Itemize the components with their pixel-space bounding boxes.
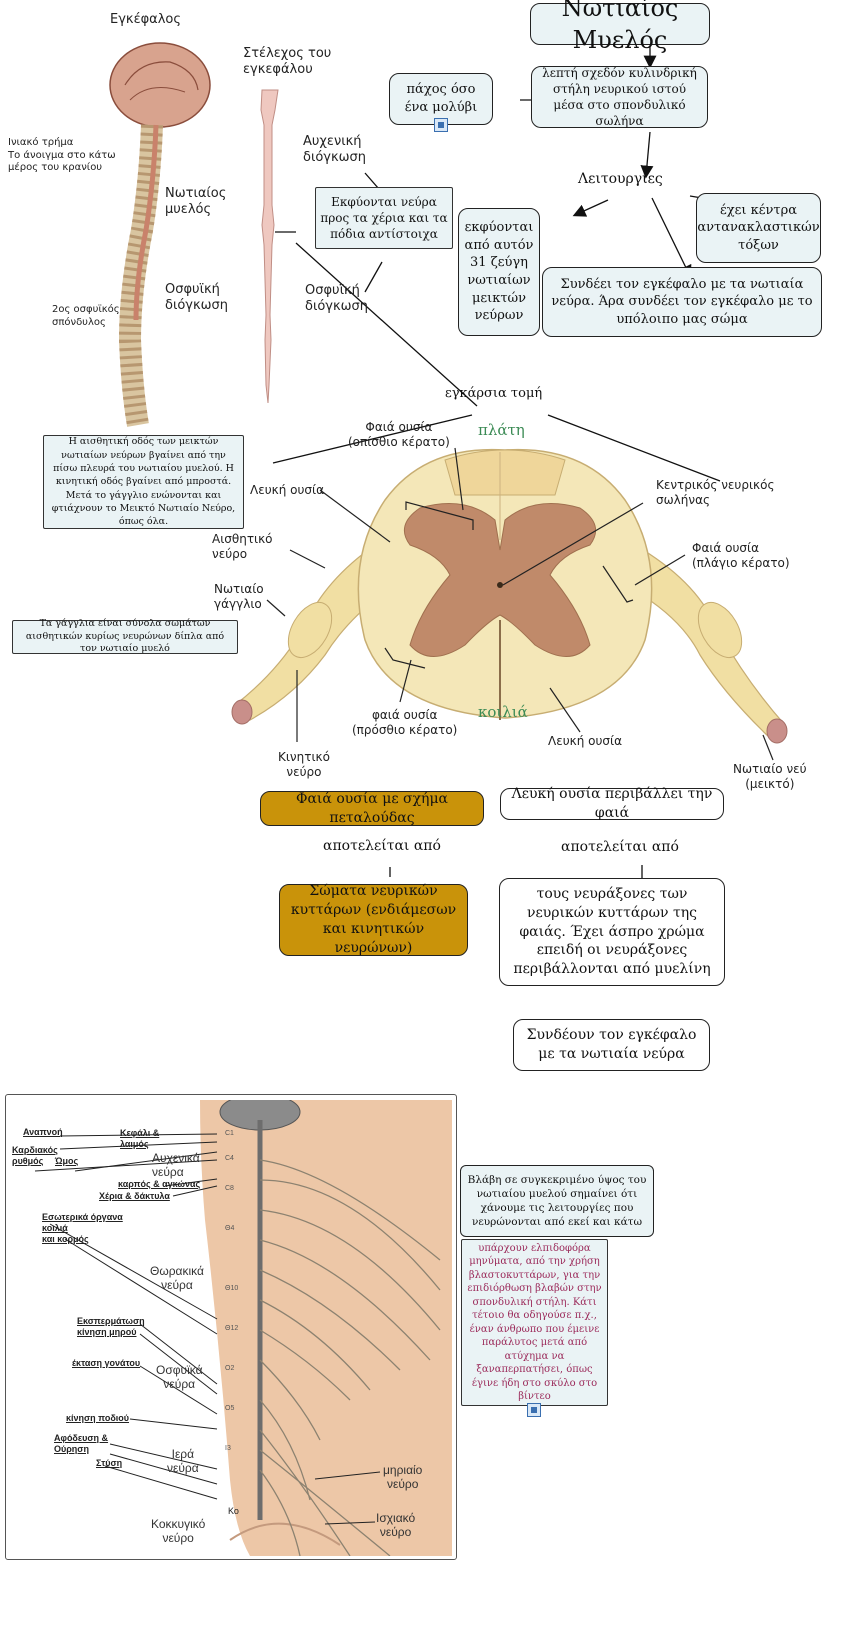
svg-text:Θ10: Θ10 xyxy=(225,1285,238,1292)
grey-matter-text: Φαιά ουσία με σχήμα πεταλούδας xyxy=(296,790,448,826)
label-wrist-elbow: καρπός & αγκώνας xyxy=(118,1179,201,1189)
label-belly: κοιλιά xyxy=(478,703,528,721)
label-central-canal: Κεντρικός νευρικός σωλήνας xyxy=(656,478,775,507)
svg-text:O2: O2 xyxy=(225,1365,234,1372)
label-brain: Εγκέφαλος xyxy=(110,12,182,27)
attachment-icon[interactable] xyxy=(434,118,448,132)
grey-matter-node[interactable]: Φαιά ουσία με σχήμα πεταλούδας xyxy=(260,791,484,826)
title-text: Νωτιαίος Μυελός xyxy=(561,0,679,54)
label-back: πλάτη xyxy=(478,421,525,439)
svg-text:I3: I3 xyxy=(225,1445,231,1452)
enlargements-note-text: Εκφύονται νεύρα προς τα χέρια και τα πόδ… xyxy=(320,194,448,242)
isolated-cord-illustration xyxy=(260,89,279,404)
label-coccygeal-nerve: Κοκκυγικό νεύρο xyxy=(151,1517,206,1546)
white-matter-node[interactable]: Λευκή ουσία περιβάλλει την φαιά xyxy=(500,786,724,821)
label-head-neck: Κεφάλι & λαιμός xyxy=(120,1128,160,1149)
damage-note-node[interactable]: Βλάβη σε συγκεκριμένο ύψος του νωτιαίου … xyxy=(460,1165,654,1237)
label-heart-rhythm: Καρδιακός ρυθμός xyxy=(12,1145,58,1166)
label-bowel-bladder: Αφόδευση & Ούρηση xyxy=(54,1433,109,1454)
hope-note-node[interactable]: υπάρχουν ελπιδοφόρα μηνύματα, από την χρ… xyxy=(461,1239,608,1406)
label-cervical-enlargement: Αυχενική διόγκωση xyxy=(303,134,367,166)
reflex-center-text: έχει κέντρα αντανακλαστικών τόξων xyxy=(697,202,820,253)
label-lumbar-enlargement-2: Οσφυϊκή διόγκωση xyxy=(305,283,369,315)
label-white-matter-2: Λευκή ουσία xyxy=(548,734,622,748)
cross-section-illustration xyxy=(231,447,788,761)
label-thoracic-nerves: Θωρακικά νεύρα xyxy=(150,1264,204,1293)
label-erection: Στύση xyxy=(96,1458,123,1468)
ganglia-note-node[interactable]: Τα γάγγλια είναι σύνολα σωμάτων αισθητικ… xyxy=(12,617,238,655)
white-matter-text: Λευκή ουσία περιβάλλει την φαιά xyxy=(511,786,713,821)
label-lumbar-enlargement: Οσφυϊκή διόγκωση xyxy=(165,282,229,314)
damage-note-text: Βλάβη σε συγκεκριμένο ύψος του νωτιαίου … xyxy=(467,1173,647,1229)
label-lumbar-vertebra: 2ος οσφυϊκός σπόνδυλος xyxy=(52,304,120,328)
label-co: Κο xyxy=(228,1506,239,1516)
label-femoral-nerve: μηριαίο νεύρο xyxy=(383,1463,423,1492)
label-foot-movement: κίνηση ποδιού xyxy=(66,1413,130,1423)
reflex-center-node[interactable]: έχει κέντρα αντανακλαστικών τόξων xyxy=(696,193,821,263)
label-sensory-nerve: Αισθητικό νεύρο xyxy=(212,532,273,561)
cross-section-label: εγκάρσια τομή xyxy=(445,386,543,401)
grey-matter-butterfly xyxy=(403,503,597,657)
label-ejaculation: Εκσπερμάτωση κίνηση μηρού xyxy=(77,1316,145,1337)
sensory-path-note-node[interactable]: Η αισθητική οδός των μεικτών νωτιαίων νε… xyxy=(43,435,244,529)
label-white-matter-1: Λευκή ουσία xyxy=(250,483,324,497)
label-sacral-nerves: Ιερά νεύρα xyxy=(167,1447,199,1476)
label-spinal-nerve: Νωτιαίο νεύ (μεικτό) xyxy=(733,762,807,791)
thickness-text: πάχος όσο ένα μολύβι xyxy=(404,82,478,115)
functions-label: Λειτουργίες xyxy=(578,171,663,187)
connects-node[interactable]: Συνδέει τον εγκέφαλο με τα νωτιαία νεύρα… xyxy=(542,267,822,337)
label-cervical-nerves: Αυχενικά νεύρα xyxy=(152,1151,200,1180)
label-grey-anterior: φαιά ουσία (πρόσθιο κέρατο) xyxy=(352,708,458,737)
label-lumbar-nerves: Οσφυϊκά νεύρα xyxy=(156,1363,203,1392)
spine-side-illustration xyxy=(109,42,211,427)
right-ganglion xyxy=(697,602,743,658)
label-shoulder: Ώμος xyxy=(55,1156,79,1166)
label-foramen: Ινιακό τρήμα Το άνοιγμα στο κάτω μέρος τ… xyxy=(8,137,116,173)
grey-cells-node[interactable]: Σώματα νευρικών κυττάρων (ενδιάμεσων και… xyxy=(279,883,468,956)
hope-note-text: υπάρχουν ελπιδοφόρα μηνύματα, από την χρ… xyxy=(467,1242,602,1403)
central-canal xyxy=(497,582,503,588)
label-internal-organs: Εσωτερικά όργανα κοιλιά και κορμός xyxy=(42,1212,123,1244)
sensory-path-note-text: Η αισθητική οδός των μεικτών νωτιαίων νε… xyxy=(51,436,236,528)
consists-of-right: αποτελείται από xyxy=(561,839,679,855)
label-knee-extension: έκταση γονάτου xyxy=(72,1358,141,1368)
white-axons-node[interactable]: τους νευράξονες των νευρικών κυττάρων τη… xyxy=(499,878,725,986)
definition-node[interactable]: λεπτή σχεδόν κυλινδρική στήλη νευρικού ι… xyxy=(531,66,708,128)
svg-text:C1: C1 xyxy=(225,1130,234,1137)
label-brainstem: Στέλεχος του εγκεφάλου xyxy=(243,46,332,78)
nerve-map-leaders xyxy=(34,1133,381,1525)
attachment-icon-2[interactable] xyxy=(527,1403,541,1417)
back-body xyxy=(200,1100,452,1556)
consists-of-left: αποτελείται από xyxy=(323,838,441,854)
svg-text:Θ12: Θ12 xyxy=(225,1325,238,1332)
connects-text: Συνδέει τον εγκέφαλο με τα νωτιαία νεύρα… xyxy=(551,276,813,327)
svg-text:O5: O5 xyxy=(225,1405,234,1412)
thickness-node[interactable]: πάχος όσο ένα μολύβι xyxy=(389,73,493,125)
white-connect-text: Συνδέουν τον εγκέφαλο με τα νωτιαία νεύρ… xyxy=(526,1027,697,1062)
nerves-31-text: εκφύονται από αυτόν 31 ζεύγη νωτιαίων με… xyxy=(464,220,534,324)
spinal-cord-line xyxy=(133,124,159,321)
svg-text:C4: C4 xyxy=(225,1155,234,1162)
label-grey-lateral: Φαιά ουσία (πλάγιο κέρατο) xyxy=(692,541,790,570)
label-spinal-cord: Νωτιαίος μυελός xyxy=(165,186,227,218)
label-motor-nerve: Κινητικό νεύρο xyxy=(278,750,330,779)
label-breathing: Αναπνοή xyxy=(23,1127,63,1137)
label-sciatic-nerve: Ισχιακό νεύρο xyxy=(376,1511,416,1540)
enlargements-note-node[interactable]: Εκφύονται νεύρα προς τα χέρια και τα πόδ… xyxy=(315,187,453,249)
label-grey-posterior: Φαιά ουσία (οπίσθιο κέρατο) xyxy=(348,420,450,449)
title-node[interactable]: Νωτιαίος Μυελός xyxy=(530,0,710,54)
definition-text: λεπτή σχεδόν κυλινδρική στήλη νευρικού ι… xyxy=(542,65,697,129)
left-ganglion xyxy=(287,602,333,658)
white-connect-node[interactable]: Συνδέουν τον εγκέφαλο με τα νωτιαία νεύρ… xyxy=(513,1019,710,1071)
label-hands-fingers: Χέρια & δάκτυλα xyxy=(99,1191,170,1201)
vertebral-column xyxy=(118,124,163,427)
ganglia-note-text: Τα γάγγλια είναι σύνολα σωμάτων αισθητικ… xyxy=(25,617,225,655)
grey-cells-text: Σώματα νευρικών κυττάρων (ενδιάμεσων και… xyxy=(290,883,457,956)
label-ganglion: Νωτιαίο γάγγλιο xyxy=(214,582,264,611)
white-axons-text: τους νευράξονες των νευρικών κυττάρων τη… xyxy=(513,885,711,978)
nerves-31-node[interactable]: εκφύονται από αυτόν 31 ζεύγη νωτιαίων με… xyxy=(458,208,540,336)
svg-text:C8: C8 xyxy=(225,1185,234,1192)
svg-text:Θ4: Θ4 xyxy=(225,1225,234,1232)
